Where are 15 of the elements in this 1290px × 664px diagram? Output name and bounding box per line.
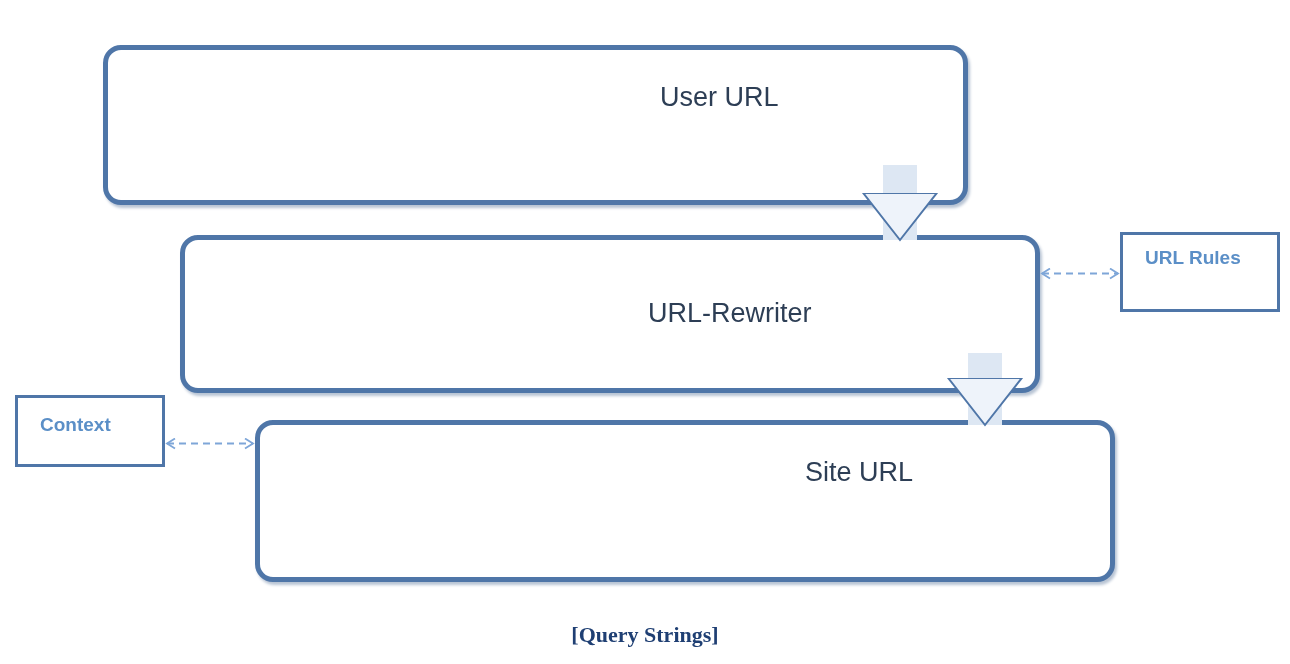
node-title: Site URL — [805, 457, 914, 488]
node-title: URL-Rewriter — [648, 298, 812, 329]
caption: [Query Strings] — [571, 622, 719, 647]
arrow — [862, 165, 938, 241]
arrow — [166, 437, 254, 450]
node-title: Context — [40, 414, 111, 436]
arrow — [1041, 267, 1119, 280]
process-box — [180, 235, 1040, 393]
process-box — [103, 45, 968, 205]
label-box — [1120, 232, 1280, 312]
arrow — [947, 353, 1023, 426]
node-title: URL Rules — [1145, 247, 1241, 269]
label-box — [15, 395, 165, 467]
process-box — [255, 420, 1115, 582]
node-title: User URL — [660, 82, 779, 113]
